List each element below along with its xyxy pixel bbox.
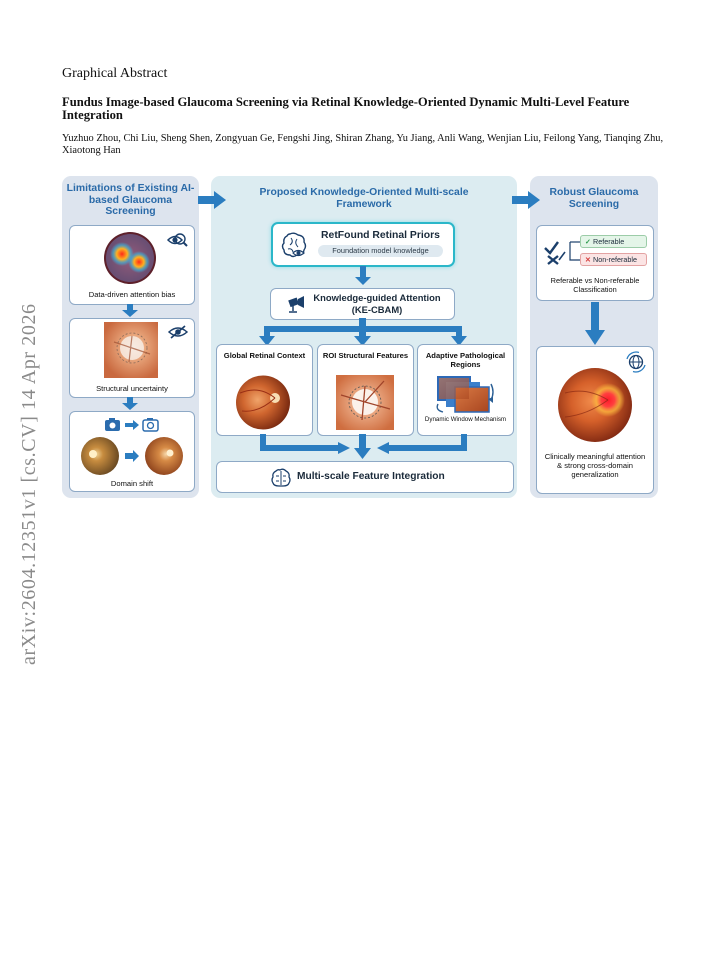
outcome-label: Clinically meaningful attention & strong… [544,452,646,479]
structural-uncertainty-label: Structural uncertainty [96,384,168,393]
dynamic-window-label: Dynamic Window Mechanism [424,416,507,423]
check-cross-branch-icon [544,241,580,265]
panel-arrow-icon [198,191,226,209]
left-panel-title: Limitations of Existing AI-based Glaucom… [66,183,195,217]
blurred-optic-disc-image [104,322,158,378]
down-arrow-icon [585,302,605,345]
outcome-heatmap-fundus [558,368,632,442]
middle-panel-title: Proposed Knowledge-Oriented Multi-scale … [259,187,469,210]
retfound-title: RetFound Retinal Priors [321,230,440,241]
magnifier-eye-icon [166,233,188,247]
domain-shift-label: Domain shift [110,479,154,488]
non-referable-label: Non-referable [593,255,637,264]
integration-label: Multi-scale Feature Integration [297,471,445,482]
integration-box: Multi-scale Feature Integration [216,461,514,493]
branch-arrows-icon [259,318,467,346]
heatmap-fundus-image [104,232,156,284]
outcome-box: Clinically meaningful attention & strong… [536,346,654,494]
dynamic-window-stack [436,376,494,413]
down-arrow-icon [122,397,138,410]
adaptive-regions-box: Adaptive Pathological Regions Dynamic Wi… [417,344,514,436]
classification-label: Referable vs Non-referable Classificatio… [550,276,640,294]
adaptive-regions-label: Adaptive Pathological Regions [425,351,506,369]
retfound-subtitle: Foundation model knowledge [318,245,443,257]
eye-slash-icon [168,325,188,339]
referable-label: Referable [593,237,625,246]
right-panel-title: Robust Glaucoma Screening [549,187,639,210]
ke-cbam-title: Knowledge-guided Attention [313,292,441,303]
global-context-box: Global Retinal Context [216,344,313,436]
camera-transfer-icon [105,418,159,432]
author-list: Yuzhuo Zhou, Chi Liu, Sheng Shen, Zongyu… [62,133,664,156]
spotlight-icon [288,296,304,313]
globe-icon [626,351,646,373]
panel-arrow-icon [512,191,540,209]
brain-eye-icon [281,232,307,258]
brain-circuit-icon [271,468,291,487]
merge-arrows-icon [260,434,467,459]
paper-title: Fundus Image-based Glaucoma Screening vi… [62,95,630,122]
section-label: Graphical Abstract [62,66,168,81]
roi-features-label: ROI Structural Features [322,351,409,360]
arxiv-identifier: arXiv:2604.12351v1 [cs.CV] 14 Apr 2026 [18,303,40,665]
domain-shift-box: Domain shift [69,411,195,492]
roi-features-box: ROI Structural Features [317,344,414,436]
down-arrow-icon [122,304,138,317]
global-fundus-image [234,375,292,430]
check-icon: ✓ [585,237,592,246]
ke-cbam-subtitle: (KE-CBAM) [351,304,403,315]
domain-shift-fundus-images [80,436,186,476]
cross-icon: ✕ [585,255,592,264]
roi-optic-disc-image [336,375,394,430]
retfound-priors-box: RetFound Retinal Priors Foundation model… [271,222,455,267]
down-arrow-icon [355,266,371,285]
attention-bias-box: Data-driven attention bias [69,225,195,305]
ke-cbam-box: Knowledge-guided Attention (KE-CBAM) [270,288,455,320]
global-context-label: Global Retinal Context [223,351,306,360]
structural-uncertainty-box: Structural uncertainty [69,318,195,398]
referable-chip: ✓Referable [580,235,647,248]
attention-bias-label: Data-driven attention bias [88,290,176,299]
non-referable-chip: ✕Non-referable [580,253,647,266]
classification-box: ✓Referable ✕Non-referable Referable vs N… [536,225,654,301]
